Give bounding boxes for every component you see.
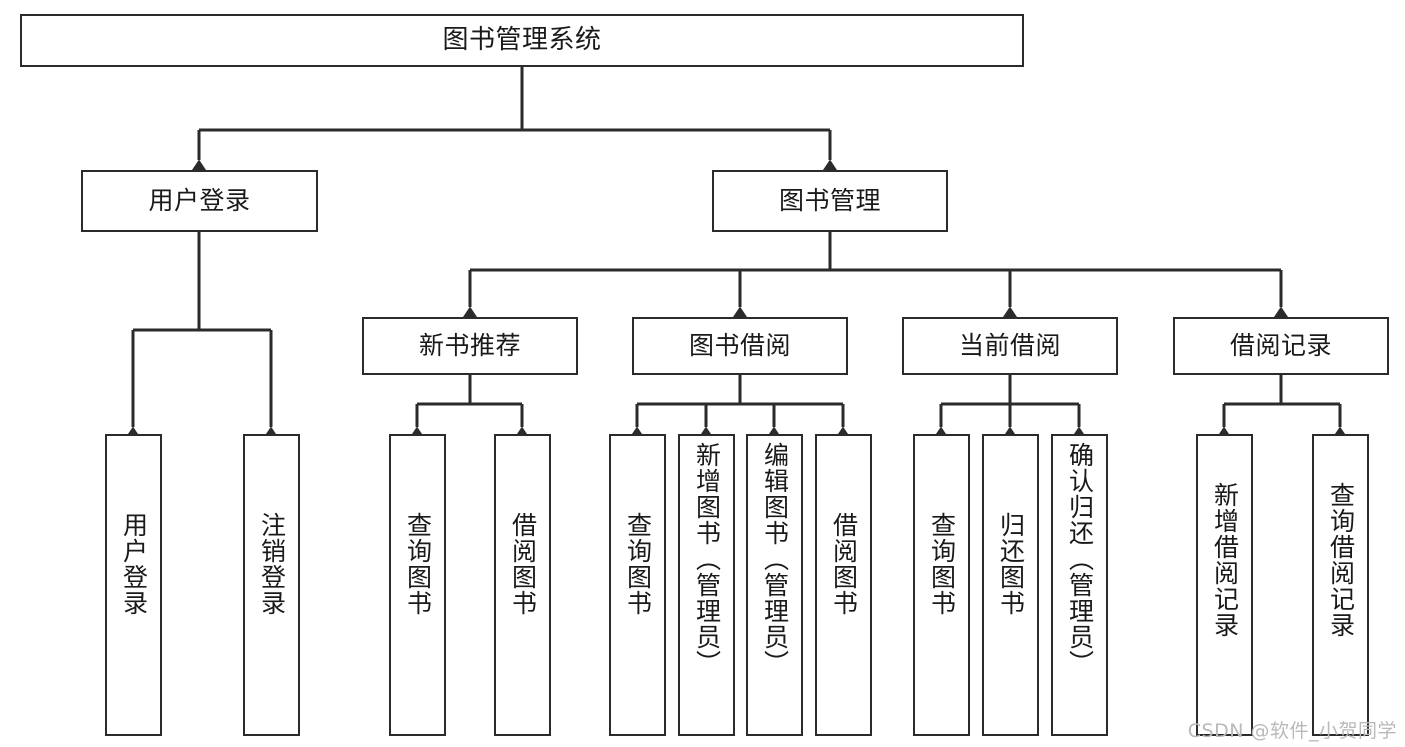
node-label: 借阅记录 — [1229, 331, 1332, 361]
node-borrow-record[interactable]: 借阅记录 — [1173, 317, 1389, 375]
node-book-management[interactable]: 图书管理 — [712, 170, 948, 232]
node-user-login[interactable]: 用户登录 — [81, 170, 318, 232]
leaf-add-borrow-record[interactable]: 新增借阅记录 — [1196, 434, 1253, 736]
leaf-confirm-return-admin[interactable]: 确认归还（管理员） — [1051, 434, 1108, 736]
node-label: 用户登录 — [119, 512, 149, 616]
node-root-book-management-system[interactable]: 图书管理系统 — [20, 14, 1024, 67]
leaf-add-book-admin[interactable]: 新增图书（管理员） — [678, 434, 735, 736]
node-label: 查询图书 — [403, 512, 433, 616]
leaf-return-book[interactable]: 归还图书 — [982, 434, 1039, 736]
leaf-borrow-book-recommend[interactable]: 借阅图书 — [494, 434, 551, 736]
leaf-query-borrow-record[interactable]: 查询借阅记录 — [1312, 434, 1369, 736]
node-label: 查询图书 — [623, 512, 653, 616]
node-current-borrow[interactable]: 当前借阅 — [902, 317, 1118, 375]
watermark-csdn: CSDN @软件_小贺同学 — [1187, 720, 1397, 742]
leaf-query-book-borrow[interactable]: 查询图书 — [609, 434, 666, 736]
leaf-user-login[interactable]: 用户登录 — [105, 434, 162, 736]
node-label: 归还图书 — [996, 512, 1026, 616]
node-label: 借阅图书 — [508, 512, 538, 616]
node-label: 当前借阅 — [958, 331, 1061, 361]
node-label: 查询图书 — [927, 512, 957, 616]
leaf-query-book-recommend[interactable]: 查询图书 — [389, 434, 446, 736]
node-label: 注销登录 — [257, 512, 287, 616]
node-label: 图书管理 — [778, 186, 881, 216]
node-label: 借阅图书 — [829, 512, 859, 616]
leaf-borrow-book-borrow[interactable]: 借阅图书 — [815, 434, 872, 736]
node-label: 确认归还（管理员） — [1065, 442, 1095, 676]
leaf-user-logout[interactable]: 注销登录 — [243, 434, 300, 736]
node-label: 查询借阅记录 — [1326, 482, 1356, 638]
node-book-borrow[interactable]: 图书借阅 — [632, 317, 848, 375]
leaf-query-book-current[interactable]: 查询图书 — [913, 434, 970, 736]
leaf-edit-book-admin[interactable]: 编辑图书（管理员） — [746, 434, 803, 736]
node-label: 编辑图书（管理员） — [760, 442, 790, 676]
node-label: 用户登录 — [148, 186, 251, 216]
node-new-book-recommend[interactable]: 新书推荐 — [362, 317, 578, 375]
node-label: 图书借阅 — [688, 331, 791, 361]
node-label: 新增图书（管理员） — [692, 442, 722, 676]
node-label: 图书管理系统 — [442, 25, 602, 56]
node-label: 新增借阅记录 — [1210, 482, 1240, 638]
node-label: 新书推荐 — [418, 331, 521, 361]
